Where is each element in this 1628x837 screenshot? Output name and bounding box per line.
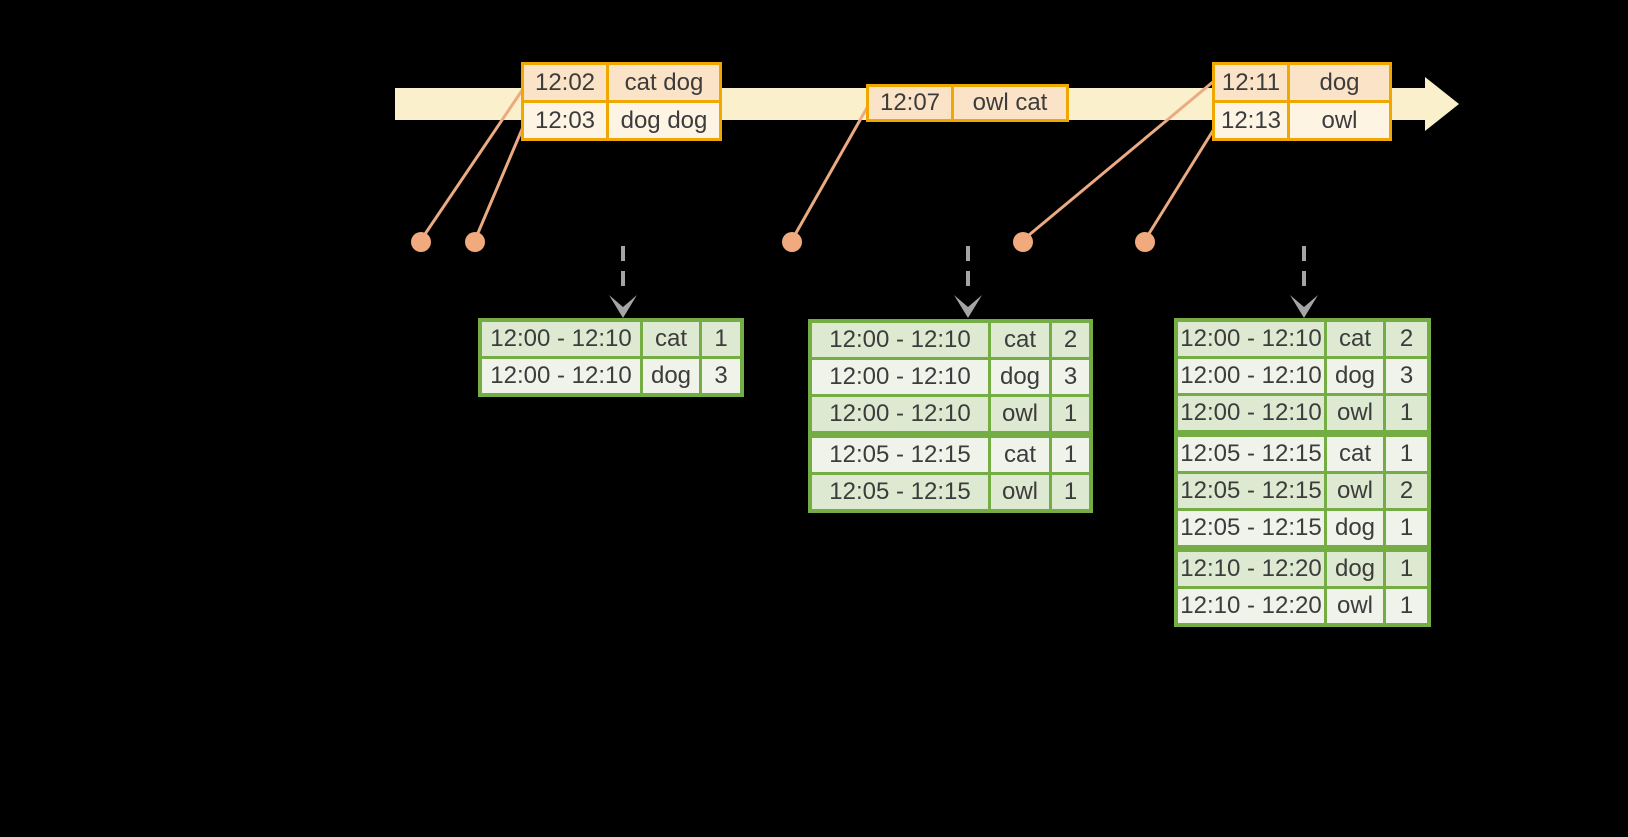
count-cell: 3 xyxy=(1386,359,1427,393)
event-words-cell: owl xyxy=(1290,103,1389,138)
window-cell: 12:05 - 12:15 xyxy=(1178,474,1324,508)
result-row: 12:10 - 12:20 owl 1 xyxy=(1178,589,1427,623)
event-words-cell: dog dog xyxy=(609,103,719,138)
result-row: 12:00 - 12:10 dog 3 xyxy=(1178,359,1427,393)
count-cell: 1 xyxy=(1386,589,1427,623)
event-table-2: 12:07 owl cat xyxy=(866,84,1069,122)
word-cell: cat xyxy=(1327,322,1383,356)
word-cell: owl xyxy=(991,397,1049,431)
window-cell: 12:10 - 12:20 xyxy=(1178,589,1324,623)
connector-line-3 xyxy=(790,105,870,241)
connector-line-2 xyxy=(473,126,525,241)
window-cell: 12:05 - 12:15 xyxy=(812,438,988,472)
window-cell: 12:10 - 12:20 xyxy=(1178,552,1324,586)
event-time-cell: 12:11 xyxy=(1215,65,1287,100)
window-cell: 12:05 - 12:15 xyxy=(1178,437,1324,471)
event-row: 12:13 owl xyxy=(1215,103,1389,138)
count-cell: 2 xyxy=(1386,474,1427,508)
event-time-cell: 12:02 xyxy=(524,65,606,100)
event-table-1: 12:02 cat dog 12:03 dog dog xyxy=(521,62,722,141)
count-cell: 3 xyxy=(1052,360,1089,394)
count-cell: 1 xyxy=(1386,511,1427,545)
event-row: 12:11 dog xyxy=(1215,65,1389,100)
count-cell: 3 xyxy=(702,359,740,393)
event-table-3: 12:11 dog 12:13 owl xyxy=(1212,62,1392,141)
count-cell: 1 xyxy=(1052,438,1089,472)
window-cell: 12:00 - 12:10 xyxy=(482,322,640,356)
timeline-arrowhead-icon xyxy=(1425,77,1459,131)
result-row: 12:05 - 12:15 dog 1 xyxy=(1178,511,1427,545)
trigger-arrowhead-1-icon xyxy=(609,295,637,318)
result-row: 12:00 - 12:10 owl 1 xyxy=(812,397,1089,431)
word-cell: owl xyxy=(991,475,1049,509)
word-cell: dog xyxy=(991,360,1049,394)
event-dot-1 xyxy=(411,232,431,252)
word-cell: cat xyxy=(991,323,1049,357)
event-time-cell: 12:13 xyxy=(1215,103,1287,138)
result-row: 12:05 - 12:15 cat 1 xyxy=(1178,437,1427,471)
count-cell: 1 xyxy=(1386,396,1427,430)
word-cell: cat xyxy=(643,322,699,356)
word-cell: cat xyxy=(991,438,1049,472)
window-cell: 12:00 - 12:10 xyxy=(1178,396,1324,430)
event-dot-4 xyxy=(1013,232,1033,252)
word-cell: owl xyxy=(1327,474,1383,508)
event-words-cell: cat dog xyxy=(609,65,719,100)
result-row: 12:10 - 12:20 dog 1 xyxy=(1178,552,1427,586)
count-cell: 1 xyxy=(1386,437,1427,471)
count-cell: 1 xyxy=(1052,475,1089,509)
event-dot-5 xyxy=(1135,232,1155,252)
window-cell: 12:00 - 12:10 xyxy=(1178,322,1324,356)
result-row: 12:05 - 12:15 cat 1 xyxy=(812,438,1089,472)
connector-line-1 xyxy=(419,88,525,241)
result-row: 12:00 - 12:10 dog 3 xyxy=(482,359,740,393)
window-cell: 12:00 - 12:10 xyxy=(812,397,988,431)
trigger-arrowhead-2-icon xyxy=(954,295,982,318)
result-table-2: 12:00 - 12:10 cat 2 12:00 - 12:10 dog 3 … xyxy=(808,319,1093,513)
result-row: 12:00 - 12:10 cat 2 xyxy=(1178,322,1427,356)
count-cell: 2 xyxy=(1052,323,1089,357)
window-cell: 12:00 - 12:10 xyxy=(812,323,988,357)
result-row: 12:00 - 12:10 owl 1 xyxy=(1178,396,1427,430)
count-cell: 1 xyxy=(702,322,740,356)
window-cell: 12:00 - 12:10 xyxy=(1178,359,1324,393)
connector-line-5 xyxy=(1143,128,1216,241)
word-cell: dog xyxy=(643,359,699,393)
event-row: 12:02 cat dog xyxy=(524,65,719,100)
word-cell: owl xyxy=(1327,396,1383,430)
result-row: 12:00 - 12:10 cat 2 xyxy=(812,323,1089,357)
result-row: 12:00 - 12:10 cat 1 xyxy=(482,322,740,356)
window-cell: 12:05 - 12:15 xyxy=(1178,511,1324,545)
event-row: 12:07 owl cat xyxy=(869,87,1066,119)
result-table-3: 12:00 - 12:10 cat 2 12:00 - 12:10 dog 3 … xyxy=(1174,318,1431,627)
count-cell: 1 xyxy=(1386,552,1427,586)
word-cell: cat xyxy=(1327,437,1383,471)
event-row: 12:03 dog dog xyxy=(524,103,719,138)
word-cell: owl xyxy=(1327,589,1383,623)
window-cell: 12:05 - 12:15 xyxy=(812,475,988,509)
word-cell: dog xyxy=(1327,511,1383,545)
window-cell: 12:00 - 12:10 xyxy=(482,359,640,393)
event-words-cell: owl cat xyxy=(954,87,1066,119)
result-row: 12:00 - 12:10 dog 3 xyxy=(812,360,1089,394)
word-cell: dog xyxy=(1327,359,1383,393)
count-cell: 2 xyxy=(1386,322,1427,356)
trigger-arrowhead-3-icon xyxy=(1290,295,1318,318)
event-dot-3 xyxy=(782,232,802,252)
word-cell: dog xyxy=(1327,552,1383,586)
connector-line-4 xyxy=(1022,79,1215,242)
event-time-cell: 12:07 xyxy=(869,87,951,119)
result-row: 12:05 - 12:15 owl 1 xyxy=(812,475,1089,509)
result-row: 12:05 - 12:15 owl 2 xyxy=(1178,474,1427,508)
result-table-1: 12:00 - 12:10 cat 1 12:00 - 12:10 dog 3 xyxy=(478,318,744,397)
event-time-cell: 12:03 xyxy=(524,103,606,138)
event-dot-2 xyxy=(465,232,485,252)
event-words-cell: dog xyxy=(1290,65,1389,100)
window-cell: 12:00 - 12:10 xyxy=(812,360,988,394)
count-cell: 1 xyxy=(1052,397,1089,431)
